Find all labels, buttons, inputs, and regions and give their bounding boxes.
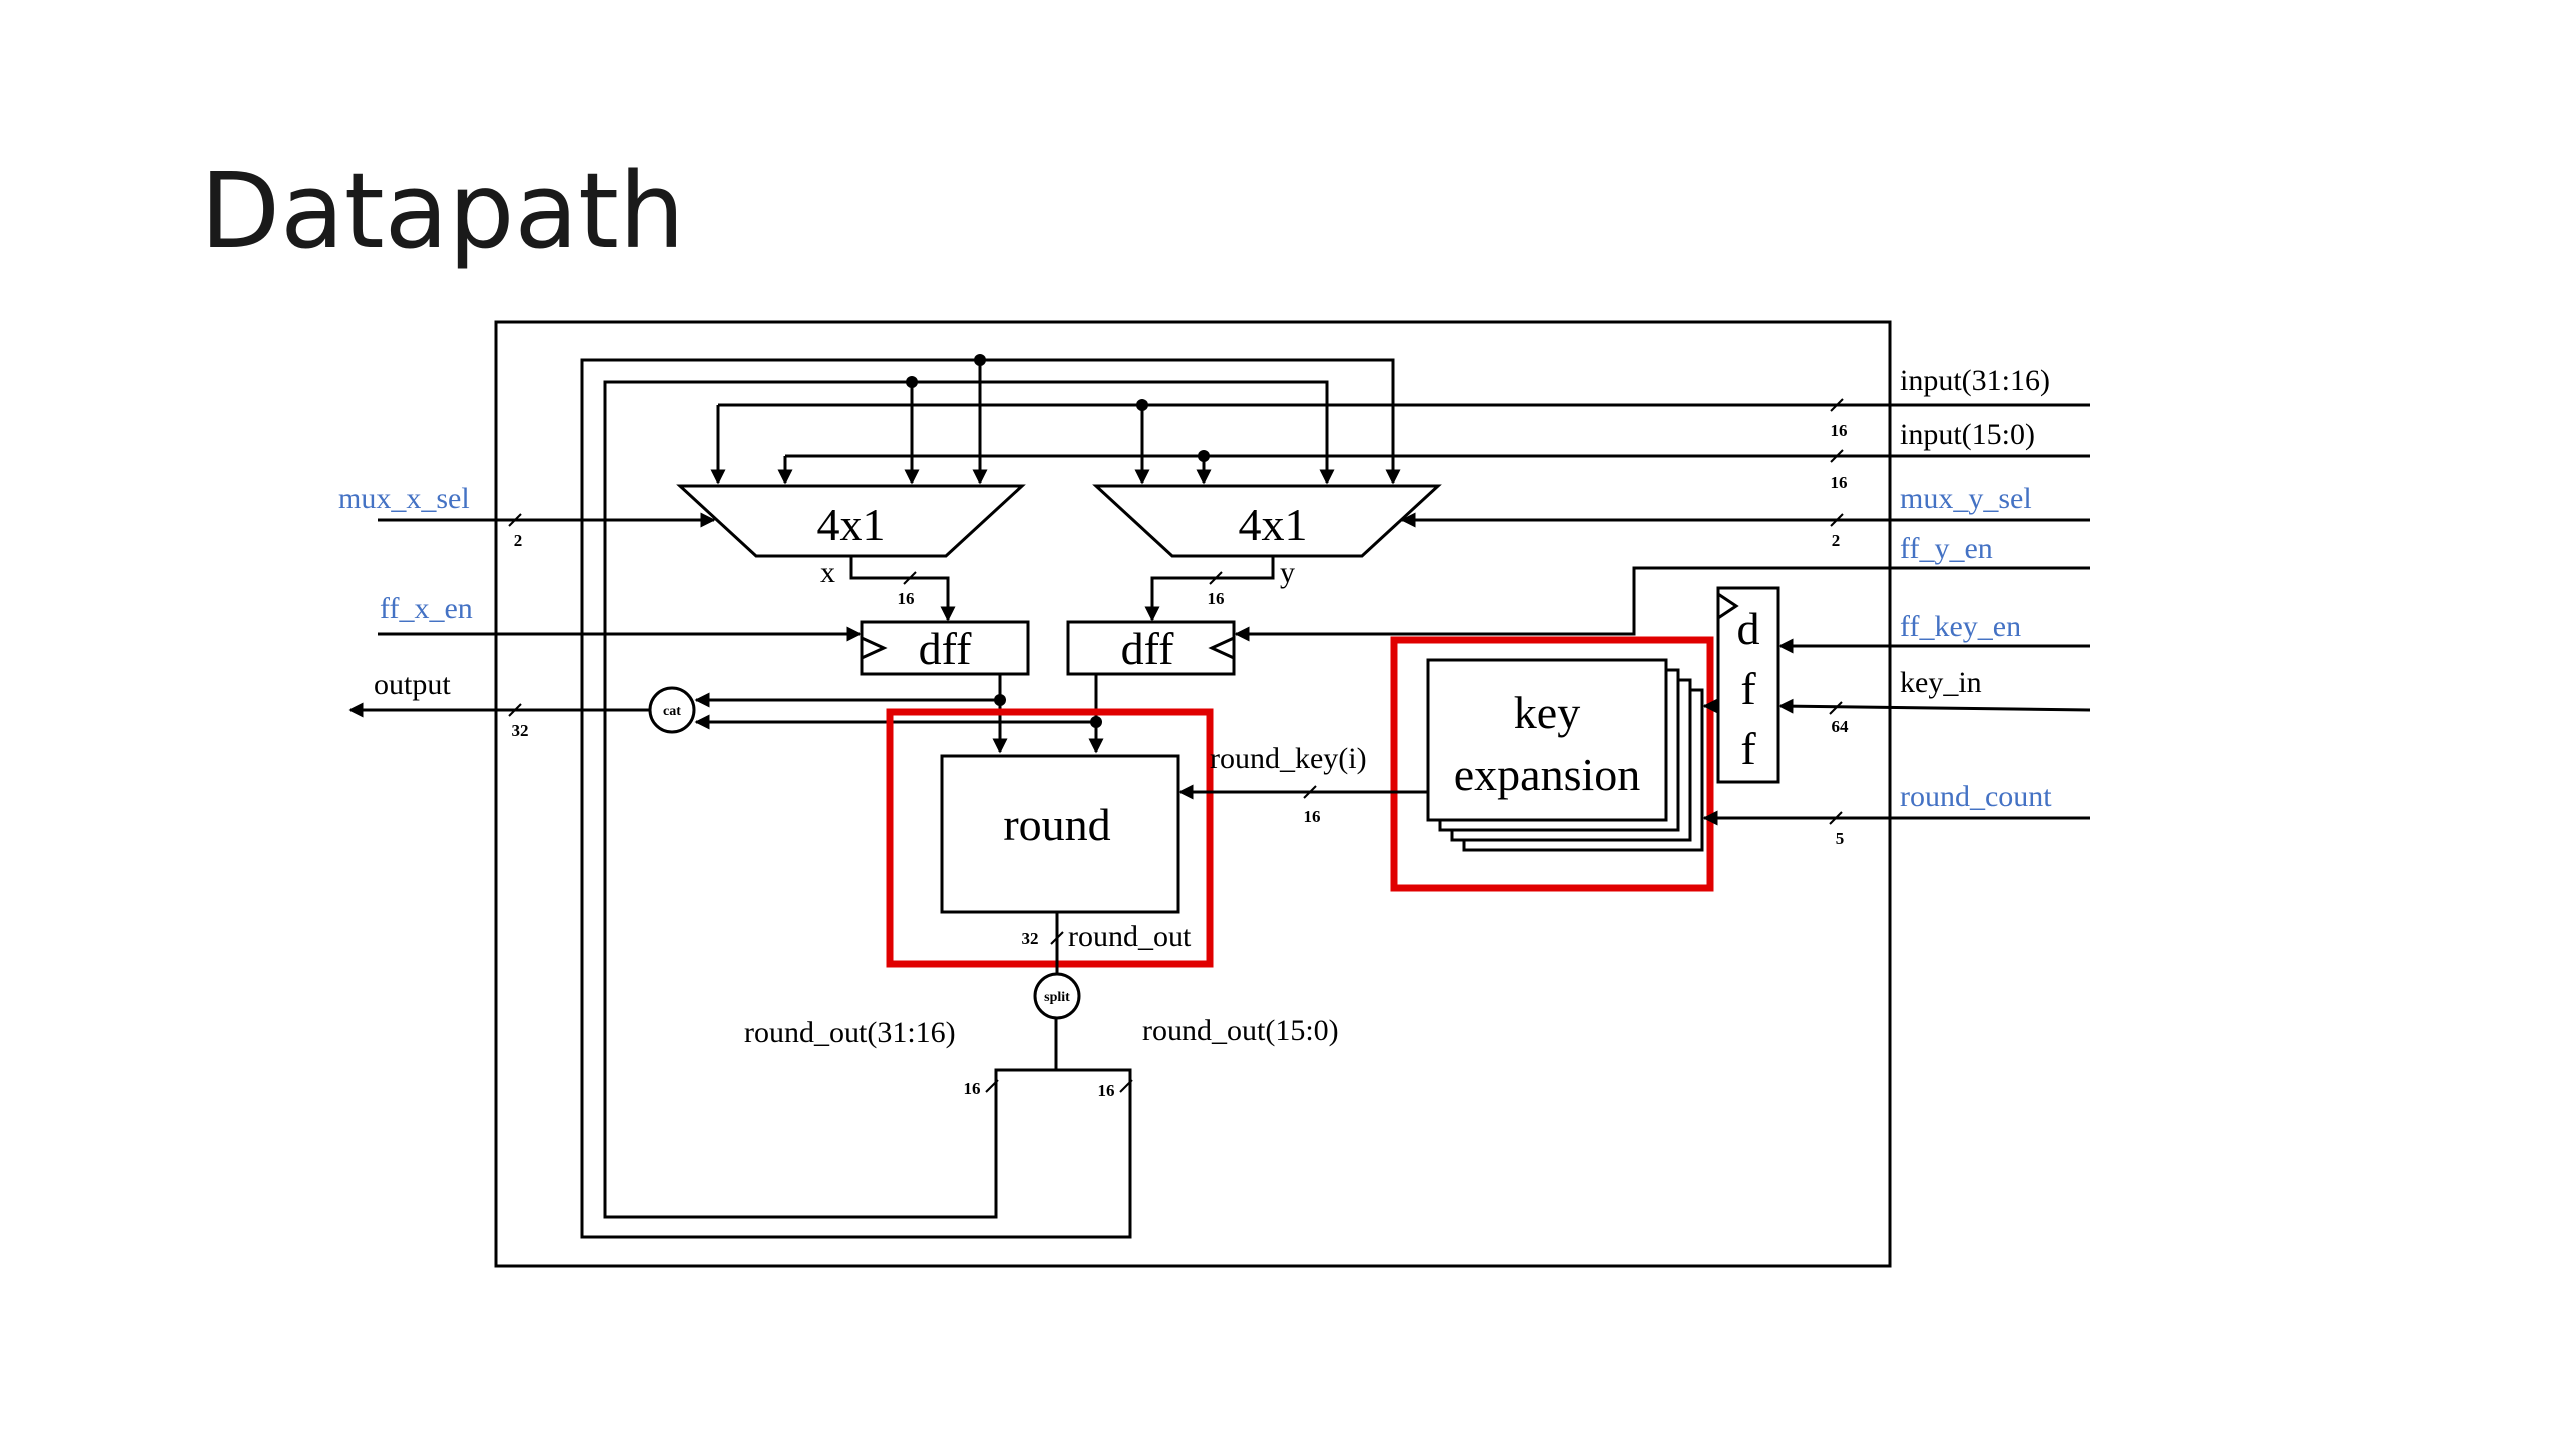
width-mux-y-sel: 2 — [1832, 531, 1841, 550]
width-round-count: 5 — [1836, 829, 1845, 848]
datapath-frame — [494, 320, 1892, 1268]
x-label: x — [820, 556, 835, 589]
width-x: 16 — [898, 589, 915, 608]
round-count-label: round_count — [1900, 780, 2052, 813]
round-label: round — [1003, 799, 1110, 850]
dff-y-label: dff — [1121, 623, 1174, 674]
dff-key-letter-d: d — [1737, 603, 1760, 654]
key-expansion-highlight — [1390, 636, 1714, 892]
mux-x-label: 4x1 — [817, 499, 886, 550]
width-mux-x-sel: 2 — [514, 531, 523, 550]
key-expansion-label-1: key — [1514, 687, 1580, 738]
width-round-key: 16 — [1304, 807, 1321, 826]
round-out-lo-label: round_out(15:0) — [1142, 1014, 1339, 1047]
output-label: output — [374, 668, 451, 701]
input-hi-label: input(31:16) — [1900, 364, 2050, 397]
width-round-out: 32 — [1022, 929, 1039, 948]
dff-x-label: dff — [919, 623, 972, 674]
key-expansion-label-2: expansion — [1454, 749, 1641, 800]
dff-x — [860, 620, 1030, 676]
ff-y-en-label: ff_y_en — [1900, 532, 1993, 565]
dff-key-letter-f1: f — [1740, 663, 1756, 714]
mux-y-sel-label: mux_y_sel — [1900, 482, 2032, 515]
split-label: split — [1044, 990, 1070, 1005]
key-in-label: key_in — [1900, 666, 1982, 699]
width-input-lo: 16 — [1831, 473, 1848, 492]
bus-slashes — [508, 398, 1844, 1093]
dff-key-letter-f2: f — [1740, 723, 1756, 774]
round-out-label: round_out — [1068, 920, 1192, 953]
mux-y — [1092, 484, 1442, 558]
mux-y-label: 4x1 — [1239, 499, 1308, 550]
round-key-label: round_key(i) — [1210, 742, 1367, 775]
width-round-out-hi: 16 — [964, 1079, 981, 1098]
dff-y — [1066, 620, 1236, 676]
y-label: y — [1280, 556, 1295, 589]
feedback-loop-inner — [603, 380, 1335, 1219]
ff-key-en-label: ff_key_en — [1900, 610, 2021, 643]
width-output: 32 — [512, 721, 529, 740]
dff-key — [1716, 586, 1780, 784]
key-in-wire — [1778, 698, 2091, 714]
mux-x-sel-label: mux_x_sel — [338, 482, 470, 515]
mux-x — [676, 484, 1026, 558]
round-out-hi-label: round_out(31:16) — [744, 1016, 956, 1049]
round-highlight — [886, 708, 1214, 968]
slide-title: Datapath — [200, 150, 685, 272]
round-block — [940, 754, 1180, 914]
width-y: 16 — [1208, 589, 1225, 608]
input-lo-label: input(15:0) — [1900, 418, 2035, 451]
width-input-hi: 16 — [1831, 421, 1848, 440]
cat-label: cat — [663, 704, 681, 719]
ff-x-en-label: ff_x_en — [380, 592, 473, 625]
split-node — [1033, 972, 1081, 1020]
feedback-loop-outer — [580, 358, 1401, 1239]
width-key-in: 64 — [1832, 717, 1850, 736]
width-round-out-lo: 16 — [1098, 1081, 1115, 1100]
key-expansion-block — [1426, 658, 1668, 822]
ff-y-en-wire — [1234, 566, 2090, 642]
